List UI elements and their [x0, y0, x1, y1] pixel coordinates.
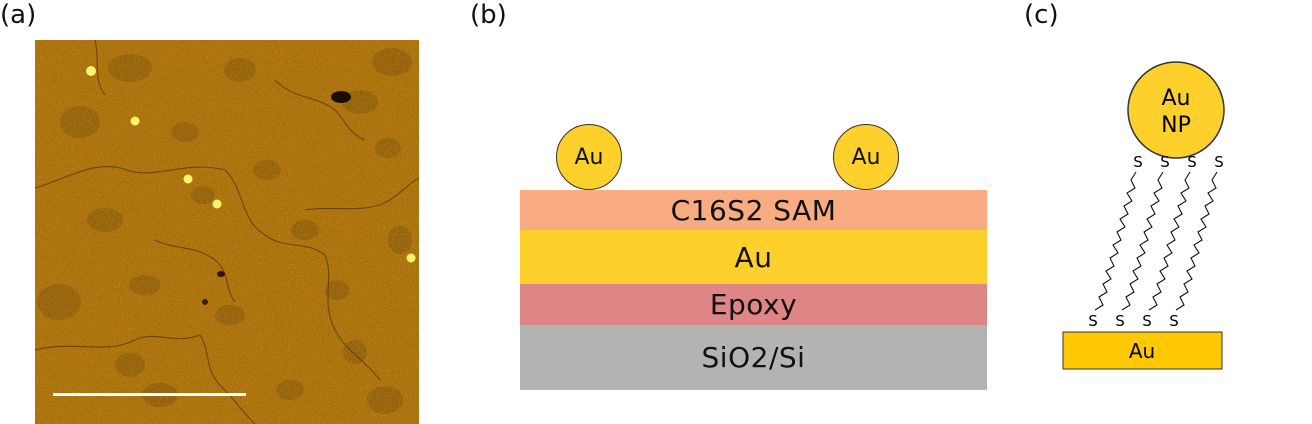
afm-image	[35, 40, 419, 424]
layer-substrate-label: SiO2/Si	[701, 341, 806, 374]
panel-label-b: (b)	[470, 0, 507, 30]
svg-text:S: S	[1187, 153, 1197, 171]
svg-text:S: S	[1214, 153, 1224, 171]
layer-au: Au	[520, 230, 987, 284]
bottom-sulfur-atoms: S S S S	[1088, 312, 1179, 330]
au-nanoparticle-right-label: Au	[851, 144, 881, 170]
layer-au-label: Au	[734, 240, 773, 274]
layer-substrate: SiO2/Si	[520, 325, 987, 390]
svg-text:S: S	[1142, 312, 1152, 330]
svg-text:S: S	[1088, 312, 1098, 330]
au-np-circle	[1127, 61, 1225, 159]
au-nanoparticle-left-label: Au	[574, 144, 604, 170]
au-nanoparticle-right: Au	[833, 124, 899, 190]
scale-bar	[53, 393, 246, 396]
au-np-label-line1: Au	[1162, 86, 1191, 111]
svg-text:S: S	[1115, 312, 1125, 330]
au-np-label-line2: NP	[1161, 113, 1191, 138]
alkyl-chains	[1094, 171, 1218, 311]
junction-schematic: Au NP S S S S S S S S Au	[1062, 61, 1225, 370]
nanoparticle-spots	[86, 66, 416, 263]
top-sulfur-atoms: S S S S	[1133, 153, 1224, 171]
au-substrate-label: Au	[1129, 339, 1155, 363]
layer-sam: C16S2 SAM	[520, 190, 987, 230]
layer-epoxy: Epoxy	[520, 284, 987, 325]
panel-label-c: (c)	[1024, 0, 1059, 30]
layer-sam-label: C16S2 SAM	[670, 193, 837, 227]
au-substrate	[1062, 331, 1223, 370]
svg-text:S: S	[1169, 312, 1179, 330]
svg-text:S: S	[1160, 153, 1170, 171]
svg-text:S: S	[1133, 153, 1143, 171]
layer-epoxy-label: Epoxy	[709, 288, 798, 321]
panel-label-a: (a)	[0, 0, 37, 30]
au-nanoparticle-left: Au	[556, 124, 622, 190]
